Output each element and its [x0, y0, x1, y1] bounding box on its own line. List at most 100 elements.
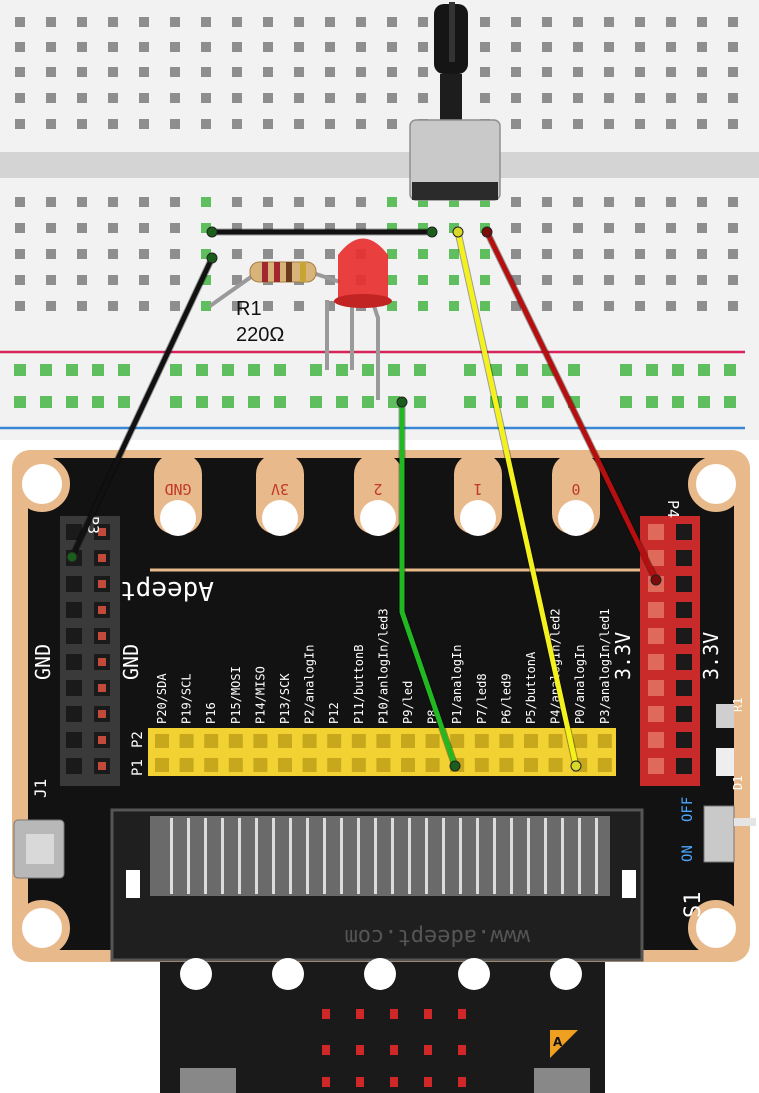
button-a-label: A — [553, 1035, 563, 1049]
breadboard-hole — [728, 67, 738, 77]
breadboard-hole — [666, 42, 676, 52]
breadboard-hole — [139, 17, 149, 27]
rail-hole — [414, 396, 426, 408]
breadboard-hole — [449, 197, 459, 207]
breadboard-hole — [449, 275, 459, 285]
breadboard-hole — [201, 17, 211, 27]
breadboard-holes — [14, 17, 738, 408]
breadboard-hole — [232, 301, 242, 311]
breadboard-hole — [170, 93, 180, 103]
breadboard-hole — [387, 119, 397, 129]
breadboard-hole — [139, 93, 149, 103]
switch-on-label: ON — [680, 845, 696, 862]
rail-hole — [14, 364, 26, 376]
pin-label: P13/SCK — [278, 673, 292, 724]
breadboard-hole — [294, 119, 304, 129]
breadboard-hole — [418, 67, 428, 77]
header-pin — [66, 628, 82, 644]
header-pin-tip — [98, 632, 106, 640]
breadboard-hole — [387, 249, 397, 259]
mount-hole-bl — [14, 900, 70, 956]
breadboard-hole — [511, 42, 521, 52]
header-pin-tip — [98, 684, 106, 692]
breadboard-hole — [15, 119, 25, 129]
wire-end — [396, 396, 408, 408]
breadboard-hole — [139, 67, 149, 77]
header-pin — [278, 758, 292, 772]
header-pin — [648, 654, 664, 670]
rail-hole — [620, 396, 632, 408]
header-pin — [351, 758, 366, 772]
breadboard-hole — [542, 301, 552, 311]
header-pin — [376, 734, 391, 748]
breadboard-hole — [418, 197, 428, 207]
header-pin — [278, 734, 292, 748]
breadboard-hole — [387, 197, 397, 207]
edge-pad-hole — [262, 500, 298, 536]
header-pin — [676, 680, 692, 696]
url-label: www.adeept.com — [345, 924, 530, 949]
breadboard-hole — [77, 42, 87, 52]
rail-hole — [516, 396, 528, 408]
header-pin-tip — [98, 554, 106, 562]
rail-hole — [92, 396, 104, 408]
smd-resistor — [716, 704, 734, 728]
microbit-led-matrix — [322, 1009, 466, 1087]
breadboard-hole — [511, 223, 521, 233]
header-pin — [548, 734, 563, 748]
breadboard-hole — [542, 275, 552, 285]
slot-pin — [306, 818, 309, 894]
breadboard-hole — [77, 67, 87, 77]
breadboard-hole — [356, 17, 366, 27]
rail-hole — [542, 396, 554, 408]
breadboard-hole — [232, 17, 242, 27]
breadboard-hole — [232, 275, 242, 285]
breadboard-hole — [108, 42, 118, 52]
breadboard-hole — [542, 119, 552, 129]
slot-pin — [493, 818, 496, 894]
pin-label: P15/MOSI — [229, 666, 243, 724]
v33-label-left: 3.3V — [611, 632, 635, 680]
header-pin — [474, 734, 489, 748]
rail-hole — [66, 396, 78, 408]
breadboard-hole — [418, 223, 428, 233]
breadboard-hole — [108, 67, 118, 77]
edge-pad-label: GND — [164, 480, 191, 498]
breadboard-hole — [201, 223, 211, 233]
header-pin — [228, 734, 243, 748]
edge-pad-label: 1 — [473, 480, 482, 498]
breadboard-hole — [108, 301, 118, 311]
wire-end — [66, 551, 78, 563]
breadboard-hole — [635, 301, 645, 311]
breadboard-hole — [356, 197, 366, 207]
rail-hole — [362, 396, 374, 408]
edge-pad-label: 3V — [271, 480, 289, 498]
breadboard-hole — [46, 223, 56, 233]
header-pin — [155, 734, 169, 748]
microbit-led — [424, 1077, 432, 1087]
slot-pin — [459, 818, 462, 894]
microbit-ring — [550, 958, 582, 990]
header-pin — [676, 602, 692, 618]
breadboard-hole — [697, 249, 707, 259]
breadboard-hole — [46, 17, 56, 27]
breadboard-hole — [418, 275, 428, 285]
rail-hole — [362, 364, 374, 376]
breadboard-hole — [604, 17, 614, 27]
header-pin — [597, 758, 612, 772]
microbit-led — [424, 1009, 432, 1019]
breadboard-hole — [15, 17, 25, 27]
breadboard-hole — [170, 67, 180, 77]
rail-hole — [310, 364, 322, 376]
header-pin — [376, 758, 391, 772]
breadboard-hole — [697, 275, 707, 285]
breadboard-hole — [387, 301, 397, 311]
slot-pin — [442, 818, 445, 894]
header-pin — [648, 758, 664, 774]
breadboard-hole — [294, 301, 304, 311]
header-pin — [676, 628, 692, 644]
breadboard-hole — [573, 17, 583, 27]
breadboard-hole — [542, 223, 552, 233]
breadboard-hole — [573, 93, 583, 103]
pin-label: P19/SCL — [180, 673, 194, 724]
